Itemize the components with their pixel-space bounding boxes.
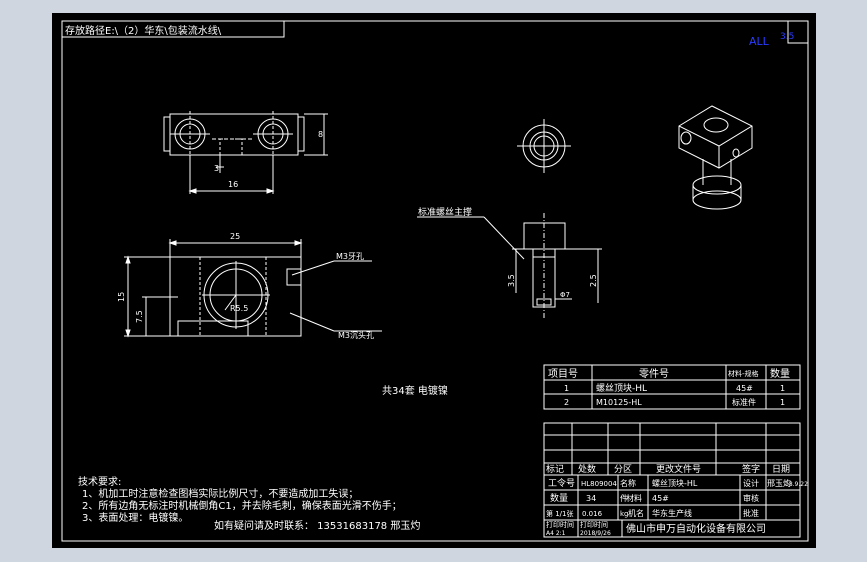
print-date: 2018/9/26: [580, 530, 611, 537]
scale-box: [787, 21, 808, 44]
name-value: 螺丝顶块-HL: [652, 478, 698, 488]
weight-value: 0.016: [582, 510, 603, 518]
bom-row-2-part: M10125-HL: [596, 398, 642, 407]
rev-header-date: 日期: [772, 464, 790, 475]
front-view: [124, 239, 382, 338]
bom-header-item: 项目号: [548, 368, 578, 380]
callout-m3-hole: M3沉头孔: [338, 330, 374, 340]
bom-header-part: 零件号: [639, 368, 669, 380]
design-signature: 邢玉灼: [767, 478, 791, 488]
name-label: 名称: [620, 478, 636, 488]
rev-header-sign: 签字: [742, 463, 760, 475]
bom-row-2-material: 标准件: [732, 397, 756, 407]
weight-unit: kg: [620, 510, 629, 518]
machine-value: 华东生产线: [652, 508, 692, 518]
callout-m3-thread: M3牙孔: [336, 252, 364, 261]
sheet-border: [61, 20, 809, 542]
bom-row-2-item: 2: [564, 398, 569, 407]
design-label: 设计: [743, 478, 759, 488]
bom-header-material: 材料-规格: [728, 369, 759, 378]
machine-label: 机名: [628, 508, 644, 518]
contact-line: 如有疑问请及时联系： 13531683178 邢玉灼: [214, 519, 420, 532]
scale-ratio: 3.5: [780, 32, 794, 42]
material-label: 材料: [626, 493, 642, 503]
dim-25: 25: [230, 232, 240, 241]
bom-table: [543, 364, 801, 410]
bom-row-1-material: 45#: [736, 384, 753, 393]
bom-row-1-part: 螺丝顶块-HL: [596, 382, 647, 394]
rev-header-zone: 分区: [614, 464, 632, 475]
work-no-label: 工令号: [548, 477, 575, 489]
bom-row-1-item: 1: [564, 384, 569, 393]
isometric-view: [678, 105, 753, 210]
note-1: 1、机加工时注意检查图档实际比例尺寸，不要造成加工失误；: [82, 487, 358, 500]
dim-d7: Φ7: [560, 291, 570, 299]
scale-all: ALL: [749, 35, 770, 48]
end-view: [517, 119, 571, 173]
rev-header-file: 更改文件号: [656, 463, 701, 475]
dim-2-5: 2.5: [589, 274, 598, 287]
path-label: 存放路径E:\（2）华东\包装流水线\: [65, 24, 222, 37]
dim-8: 8: [318, 130, 323, 139]
title-block: [543, 422, 801, 538]
approve-label: 批准: [743, 508, 759, 518]
qty-unit: 件: [620, 493, 628, 503]
path-box: [61, 20, 285, 38]
design-date: 18.9.22: [785, 481, 808, 488]
rev-header-count: 处数: [578, 463, 596, 475]
notes-heading: 技术要求:: [78, 475, 121, 488]
top-view: [163, 111, 328, 194]
note-3: 3、表面处理：电镀镍。: [82, 511, 188, 524]
dim-r5-5: R5.5: [230, 304, 248, 313]
plot-ratio: A4 2:1: [546, 530, 566, 537]
sheet-label: 第 1/1张: [546, 509, 574, 518]
company-name: 佛山市申万自动化设备有限公司: [626, 522, 766, 535]
note-2: 2、所有边角无标注时机械倒角C1，并去除毛刺，确保表面光滑不伤手；: [82, 499, 402, 512]
dim-16: 16: [228, 180, 238, 189]
callout-std-screw: 标准螺丝主撑: [418, 206, 472, 218]
bom-header-qty: 数量: [770, 367, 790, 380]
dim-3-5: 3.5: [507, 274, 516, 287]
dim-7-5: 7.5: [135, 310, 144, 323]
drawing-sheet: 存放路径E:\（2）华东\包装流水线\ ALL 3.5 16 8 3: [52, 13, 816, 548]
dim-15: 15: [117, 292, 126, 302]
set-count: 共34套 电镀镍: [382, 384, 448, 397]
screw-view: [417, 213, 602, 318]
cad-drawing: 存放路径E:\（2）华东\包装流水线\ ALL 3.5 16 8 3: [61, 20, 809, 542]
bom-row-1-qty: 1: [780, 384, 785, 393]
review-label: 审核: [743, 493, 759, 503]
material-value: 45#: [652, 494, 669, 503]
qty-label: 数量: [550, 492, 568, 504]
work-no: HL809004: [581, 480, 617, 488]
print-time-label: 打印时间: [546, 520, 574, 529]
qty-value: 34: [586, 494, 596, 503]
print-time-label-2: 打印时间: [580, 520, 608, 529]
dim-3: 3: [214, 164, 219, 173]
bom-row-2-qty: 1: [780, 398, 785, 407]
rev-header-mark: 标记: [546, 463, 564, 475]
